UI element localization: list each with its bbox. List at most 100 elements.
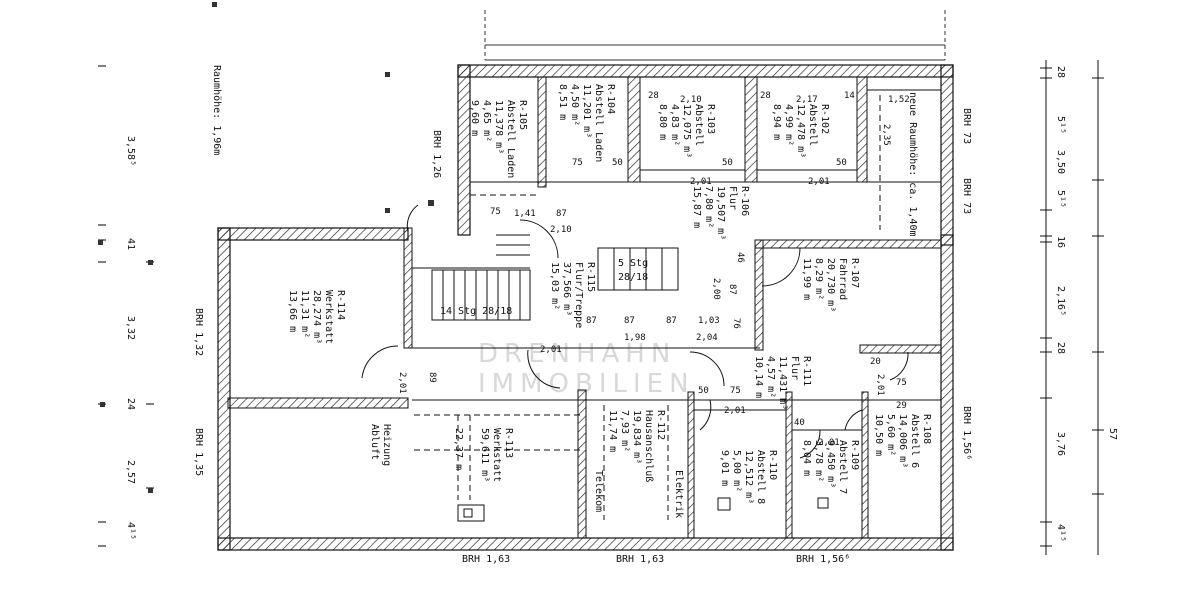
room-r111: R-111 Flur 11,431 m³ 4,57 m² 10,14 m bbox=[753, 356, 812, 410]
right-dimension-chain bbox=[1040, 60, 1104, 555]
room-r109-id: R-109 bbox=[849, 440, 860, 470]
room-r107-name: Fahrrad bbox=[837, 258, 848, 300]
room-r110-vol: 12,512 m³ bbox=[743, 450, 754, 504]
room-r103-name: Abstell bbox=[693, 104, 704, 146]
room-r105-name: Abstell Laden bbox=[505, 100, 516, 178]
room-r104-area: 8,51 m bbox=[557, 84, 568, 120]
label-room-height: Raumhöhe: 1,96m bbox=[211, 65, 222, 155]
room-r110-id: R-110 bbox=[767, 450, 778, 480]
doors bbox=[361, 204, 909, 459]
right-dim-16: 16 bbox=[1055, 236, 1066, 248]
exterior-walls bbox=[217, 64, 954, 551]
dim-235: 2,35 bbox=[881, 124, 891, 146]
room-r112-vol: 19,834 m³ bbox=[631, 410, 642, 464]
room-r113: R-113 Werkstatt 59,611 m³ 22,37 m bbox=[453, 428, 514, 482]
watermark-line1: DRENHAHN bbox=[478, 339, 676, 369]
dim-201-a: 2,01 bbox=[690, 177, 712, 187]
room-r115-wall: 15,03 m² bbox=[549, 262, 560, 310]
room-r102-vol: 12,478 m³ bbox=[795, 104, 806, 158]
room-r111-area: 10,14 m bbox=[753, 356, 764, 398]
dim-201-e: 2,01 bbox=[724, 406, 746, 416]
right-dim-57: 57 bbox=[1107, 428, 1118, 440]
right-dim-515-a: 5¹⁵ bbox=[1055, 116, 1066, 134]
dim-87-a: 87 bbox=[556, 209, 567, 219]
room-r114-wall: 11,31 m² bbox=[299, 290, 310, 338]
marker-dots bbox=[98, 2, 434, 493]
brh-163-b: BRH 1,63 bbox=[616, 554, 664, 565]
room-r110-area: 9,01 m bbox=[719, 450, 730, 486]
stair-main bbox=[431, 234, 531, 321]
dim-20: 20 bbox=[870, 357, 881, 367]
label-stairs-main: 14 Stg 28/18 bbox=[440, 306, 512, 317]
left-dim-24: 24 bbox=[125, 398, 136, 410]
room-r106-id: R-106 bbox=[739, 186, 750, 216]
room-r114: R-114 Werkstatt 28,274 m³ 11,31 m² 13,66… bbox=[287, 290, 346, 344]
room-r107-vol: 20,730 m³ bbox=[825, 258, 836, 312]
room-r102-area: 8,94 m bbox=[771, 104, 782, 140]
right-dim-376: 3,76 bbox=[1055, 432, 1066, 456]
room-r115-id: R-115 bbox=[585, 262, 596, 292]
room-r106-vol: 19,507 m³ bbox=[715, 186, 726, 240]
room-r103-id: R-103 bbox=[705, 104, 716, 134]
room-r109-vol: 9,450 m³ bbox=[825, 440, 836, 488]
brh-126: BRH 1,26 bbox=[431, 130, 442, 178]
room-r103: R-103 Abstell 12,075 m³ 4,83 m² 8,80 m bbox=[657, 104, 716, 158]
room-r102: R-102 Abstell 12,478 m³ 4,99 m² 8,94 m bbox=[771, 104, 830, 158]
left-dim-41: 41 bbox=[125, 238, 136, 250]
room-r107: R-107 Fahrrad 20,730 m³ 8,29 m² 11,99 m bbox=[801, 258, 860, 312]
room-r106-name: Flur bbox=[727, 186, 738, 210]
room-r105-vol: 11,378 m³ bbox=[493, 100, 504, 154]
label-stairs-small-dim: 28/18 bbox=[618, 272, 648, 283]
room-r104-wall: 4,50 m² bbox=[569, 84, 580, 126]
room-r103-vol: 12,075 m³ bbox=[681, 104, 692, 158]
dimensions: 2,10 2,10 2,17 1,52 2,35 28 28 14 50 50 … bbox=[397, 91, 910, 448]
room-r108: R-108 Abstell 6 14,006 m³ 5,60 m² 10,50 … bbox=[873, 414, 932, 468]
watermark: DRENHAHN IMMOBILIEN bbox=[478, 339, 689, 399]
dim-28-a: 28 bbox=[648, 91, 659, 101]
left-dim-415: 4¹⁵ bbox=[125, 522, 136, 540]
room-r113-id: R-113 bbox=[503, 428, 514, 458]
dim-28-b: 28 bbox=[760, 91, 771, 101]
room-r105-id: R-105 bbox=[517, 100, 528, 130]
room-r105-area: 9,60 m bbox=[469, 100, 480, 136]
label-heizung: Heizung bbox=[381, 424, 392, 466]
room-r108-wall: 5,60 m² bbox=[885, 414, 896, 456]
dim-200: 2,00 bbox=[711, 278, 721, 300]
dim-201-f: 2,01 bbox=[818, 438, 840, 448]
room-r102-wall: 4,99 m² bbox=[783, 104, 794, 146]
room-r114-area: 13,66 m bbox=[287, 290, 298, 332]
room-r112-wall: 7,93 m² bbox=[619, 410, 630, 452]
dim-201-b: 2,01 bbox=[808, 177, 830, 187]
room-r112: R-112 Hausanschluß 19,834 m³ 7,93 m² 11,… bbox=[607, 410, 666, 482]
left-dimension-chain: 3,58⁵ 41 3,32 24 2,57 4¹⁵ bbox=[125, 136, 136, 540]
dim-201-d: 2,01 bbox=[397, 372, 407, 394]
room-r115-vol: 37,566 m³ bbox=[561, 262, 572, 316]
room-r105-wall: 4,65 m² bbox=[481, 100, 492, 142]
label-abluft: Abluft bbox=[369, 424, 380, 460]
dim-50-b: 50 bbox=[722, 158, 733, 168]
room-r114-id: R-114 bbox=[335, 290, 346, 320]
right-dim-28-a: 28 bbox=[1055, 66, 1066, 78]
exterior-top-lines bbox=[484, 10, 946, 61]
left-dim-332: 3,32 bbox=[125, 316, 136, 340]
room-r114-vol: 28,274 m³ bbox=[311, 290, 322, 344]
brh-135: BRH 1,35 bbox=[193, 428, 204, 476]
room-r109: R-109 Abstell 7 9,450 m³ 3,78 m² 8,04 m bbox=[801, 440, 860, 494]
brh-labels: BRH 1,26 BRH 1,32 BRH 1,35 BRH 1,63 BRH … bbox=[193, 108, 972, 565]
brh-73-a: BRH 73 bbox=[961, 108, 972, 144]
room-r112-name: Hausanschluß bbox=[643, 410, 654, 482]
dim-50-d: 50 bbox=[698, 386, 709, 396]
right-dim-350: 3,50 bbox=[1055, 150, 1066, 174]
room-r112-id: R-112 bbox=[655, 410, 666, 440]
room-r109-area: 8,04 m bbox=[801, 440, 812, 476]
room-r110: R-110 Abstell 8 12,512 m³ 5,00 m² 9,01 m bbox=[719, 450, 778, 504]
misc-labels: Heizung Abluft Telekom Elektrik 14 Stg 2… bbox=[211, 65, 918, 518]
dim-204: 2,04 bbox=[696, 333, 718, 343]
room-r113-wall: 22,37 m bbox=[453, 428, 464, 470]
brh-156-bottom: BRH 1,56⁶ bbox=[796, 554, 850, 565]
left-dim-358: 3,58⁵ bbox=[125, 136, 136, 166]
room-r115-name: Flur/Treppe bbox=[573, 262, 584, 328]
room-r103-wall: 4,83 m² bbox=[669, 104, 680, 146]
room-outlines bbox=[412, 89, 941, 431]
dim-141: 1,41 bbox=[514, 209, 536, 219]
